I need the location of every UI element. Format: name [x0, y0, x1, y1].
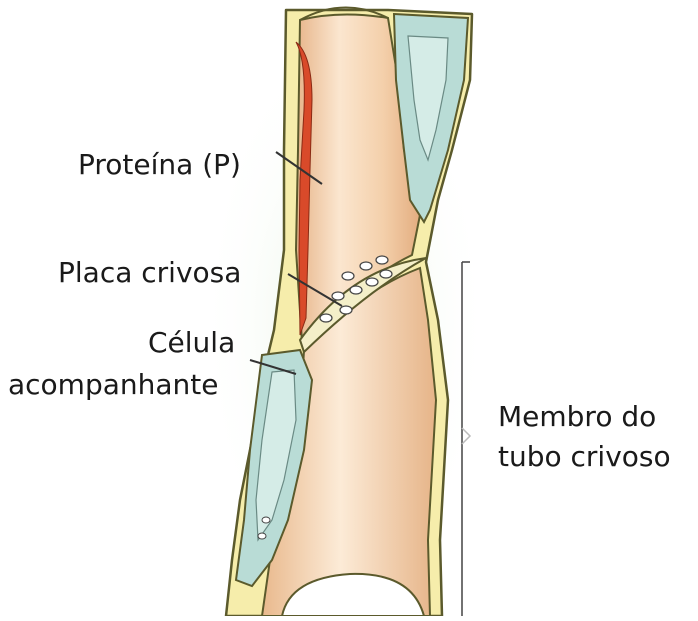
sieve-pore	[340, 306, 352, 314]
label-companion-line2: acompanhante	[8, 368, 219, 402]
label-sieve-plate: Placa crivosa	[58, 256, 241, 290]
label-member-line2: tubo crivoso	[498, 440, 671, 474]
sieve-pore	[350, 286, 362, 294]
sieve-pore	[376, 256, 388, 264]
label-protein: Proteína (P)	[78, 148, 241, 182]
plasmodesma-pore	[262, 517, 270, 523]
plasmodesma-pore	[258, 533, 266, 539]
sieve-pore	[320, 314, 332, 322]
label-member-line1: Membro do	[498, 400, 656, 434]
sieve-pore	[360, 262, 372, 270]
label-companion-line1: Célula	[148, 326, 235, 360]
sieve-pore	[366, 278, 378, 286]
sieve-pore	[380, 270, 392, 278]
sieve-pore	[332, 292, 344, 300]
sieve-pore	[342, 272, 354, 280]
